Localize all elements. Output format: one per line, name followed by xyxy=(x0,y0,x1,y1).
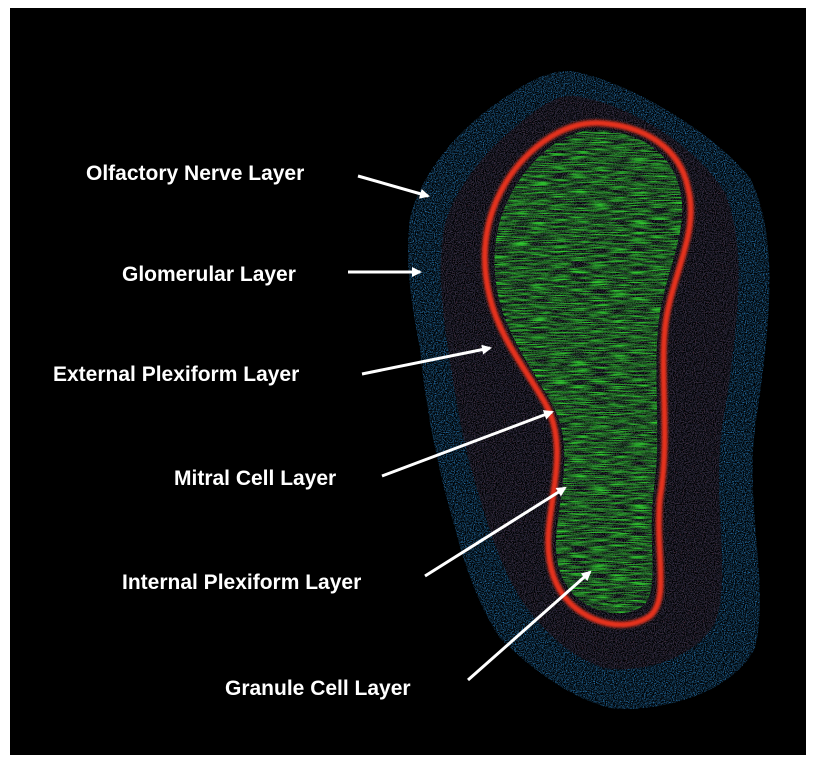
label-glomerular-layer: Glomerular Layer xyxy=(122,264,296,285)
label-internal-plexiform-layer: Internal Plexiform Layer xyxy=(122,572,361,593)
label-external-plexiform-layer: External Plexiform Layer xyxy=(53,364,299,385)
label-granule-cell-layer: Granule Cell Layer xyxy=(225,678,411,699)
arrow-olfactory-nerve-layer xyxy=(358,176,428,196)
micrograph-frame: Olfactory Nerve Layer Glomerular Layer E… xyxy=(10,8,806,755)
label-mitral-cell-layer: Mitral Cell Layer xyxy=(174,468,336,489)
label-olfactory-nerve-layer: Olfactory Nerve Layer xyxy=(86,163,304,184)
